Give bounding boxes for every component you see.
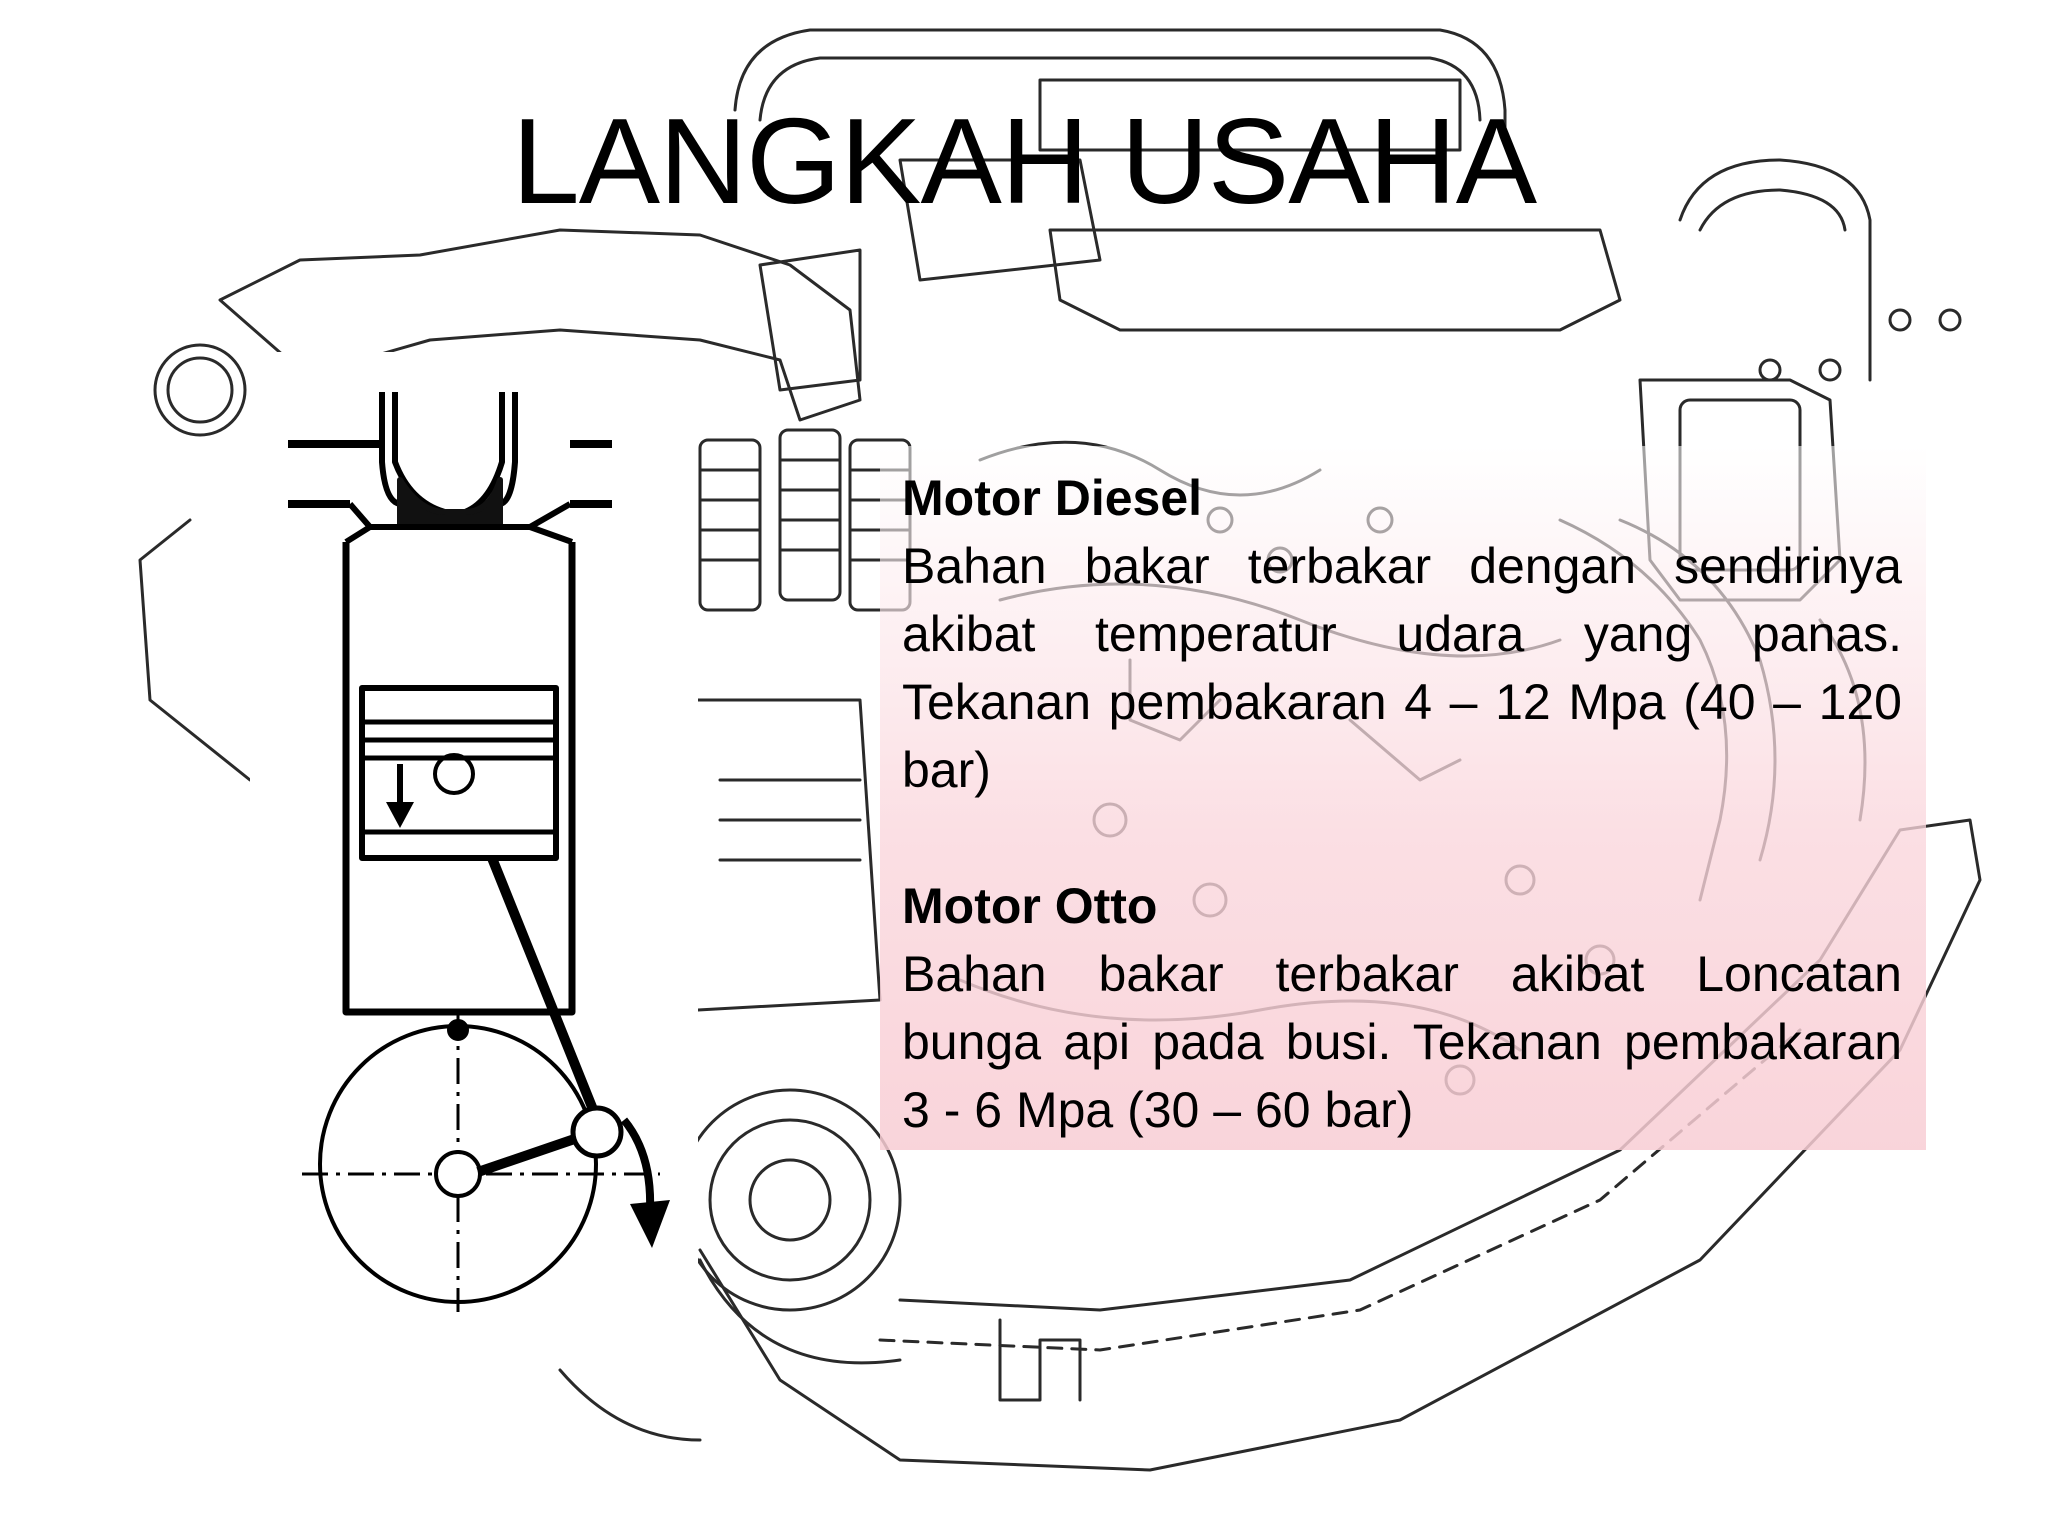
diesel-description: Bahan bakar terbakar dengan sendirinya a… xyxy=(902,538,1902,798)
section-spacer xyxy=(902,804,1902,872)
piston-stroke-diagram xyxy=(250,352,698,1364)
info-text-content: Motor Diesel Bahan bakar terbakar dengan… xyxy=(902,464,1902,1144)
diesel-heading: Motor Diesel xyxy=(902,470,1203,526)
otto-heading: Motor Otto xyxy=(902,878,1158,934)
rotation-arrow-icon xyxy=(620,1117,670,1248)
otto-description: Bahan bakar terbakar akibat Loncatan bun… xyxy=(902,946,1972,1138)
down-arrow-icon xyxy=(386,764,414,828)
info-text-box: Motor Diesel Bahan bakar terbakar dengan… xyxy=(880,446,1926,1150)
slide-title: LANGKAH USAHA xyxy=(511,93,1537,229)
